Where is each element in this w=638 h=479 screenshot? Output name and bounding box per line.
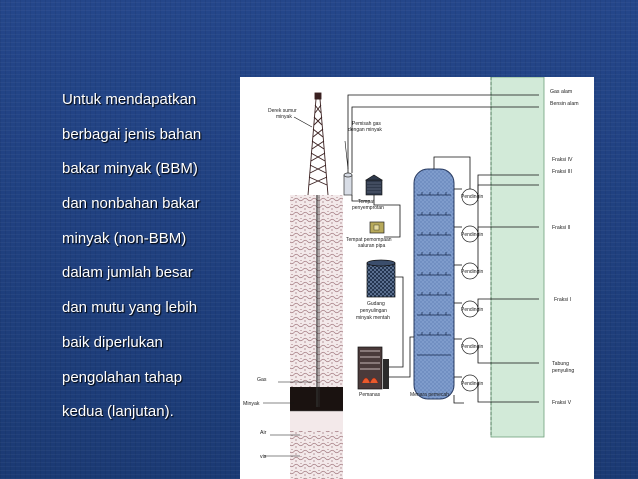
label-pendingin-3: Pendingin [461, 269, 483, 275]
label-fraksi-4: Fraksi IV [552, 157, 573, 163]
label-gudang-line2: penyulingan [360, 308, 387, 314]
label-penyemprot-line1: Tempat [358, 199, 375, 205]
label-air: Air [260, 430, 267, 436]
label-pendingin-4: Pendingin [461, 307, 483, 313]
cooler-units [461, 188, 479, 392]
label-gas-alam: Gas alam [550, 89, 572, 95]
distillation-tube [490, 77, 545, 438]
text-line: Untuk mendapatkan [62, 91, 197, 108]
text-line: minyak (non-BBM) [62, 229, 187, 247]
label-pendingin-1: Pendingin [461, 194, 483, 200]
text-line: dan mutu yang lebih [62, 299, 198, 317]
label-fraksi-3: Fraksi III [552, 169, 572, 175]
slide-text: Untuk mendapatkan berbagai jenis bahan b… [62, 92, 234, 439]
label-pemisah-line1: Pemisah gas [352, 121, 381, 127]
tower-trays [417, 192, 451, 356]
label-bensin-alam: Bensin alam [550, 101, 579, 107]
label-fraksi-5: Fraksi V [552, 400, 572, 406]
text-line: kedua (lanjutan). [62, 403, 174, 421]
spray-tank [365, 179, 383, 196]
text-line: baik diperlukan [62, 333, 163, 351]
label-tabung-line2: penyuling [552, 368, 574, 374]
text-line: berbagai jenis bahan [62, 125, 202, 143]
label-pemompaan-line2: saluran pipa [358, 243, 385, 249]
oil-derrick [307, 92, 329, 196]
refinery-diagram: Derek sumur minyak Pemisah gas dengan mi… [240, 77, 594, 479]
label-pemanas: Pemanas [359, 392, 381, 398]
pipelines [347, 94, 539, 404]
label-fraksi-2: Fraksi II [552, 225, 570, 231]
label-minyak: Minyak [243, 401, 260, 407]
label-menara: Menara pemecah [410, 392, 449, 398]
crude-storage-tank [366, 262, 396, 298]
label-gas: Gas [257, 377, 267, 383]
label-gudang-line1: Gudang [367, 301, 385, 307]
heater [357, 346, 383, 390]
label-gudang-line3: minyak mentah [356, 315, 390, 321]
label-vis: vis [260, 454, 267, 460]
text-line: pengolahan tahap [62, 368, 183, 386]
label-pemompaan-line1: Tempat pemompaan [346, 237, 392, 243]
gas-separator [343, 174, 353, 196]
water-layer [290, 411, 343, 431]
label-fraksi-1: Fraksi I [554, 297, 571, 303]
label-pendingin-6: Pendingin [461, 381, 483, 387]
label-derek-line1: Derek sumur [268, 108, 297, 114]
text-line: bakar minyak (BBM) [62, 160, 198, 178]
fractionating-tower [413, 168, 455, 400]
label-derek-line2: minyak [276, 114, 292, 120]
label-pemisah-line2: dengan minyak [348, 127, 382, 133]
label-tabung-line1: Tabung [552, 361, 569, 367]
text-line: dalam jumlah besar [62, 264, 193, 282]
refinery-diagram-svg: Derek sumur minyak Pemisah gas dengan mi… [243, 77, 579, 479]
label-penyemprot-line2: penyemprotan [352, 205, 384, 211]
label-pendingin-5: Pendingin [461, 344, 483, 350]
text-line: dan nonbahan bakar [62, 195, 200, 213]
label-pendingin-2: Pendingin [461, 232, 483, 238]
